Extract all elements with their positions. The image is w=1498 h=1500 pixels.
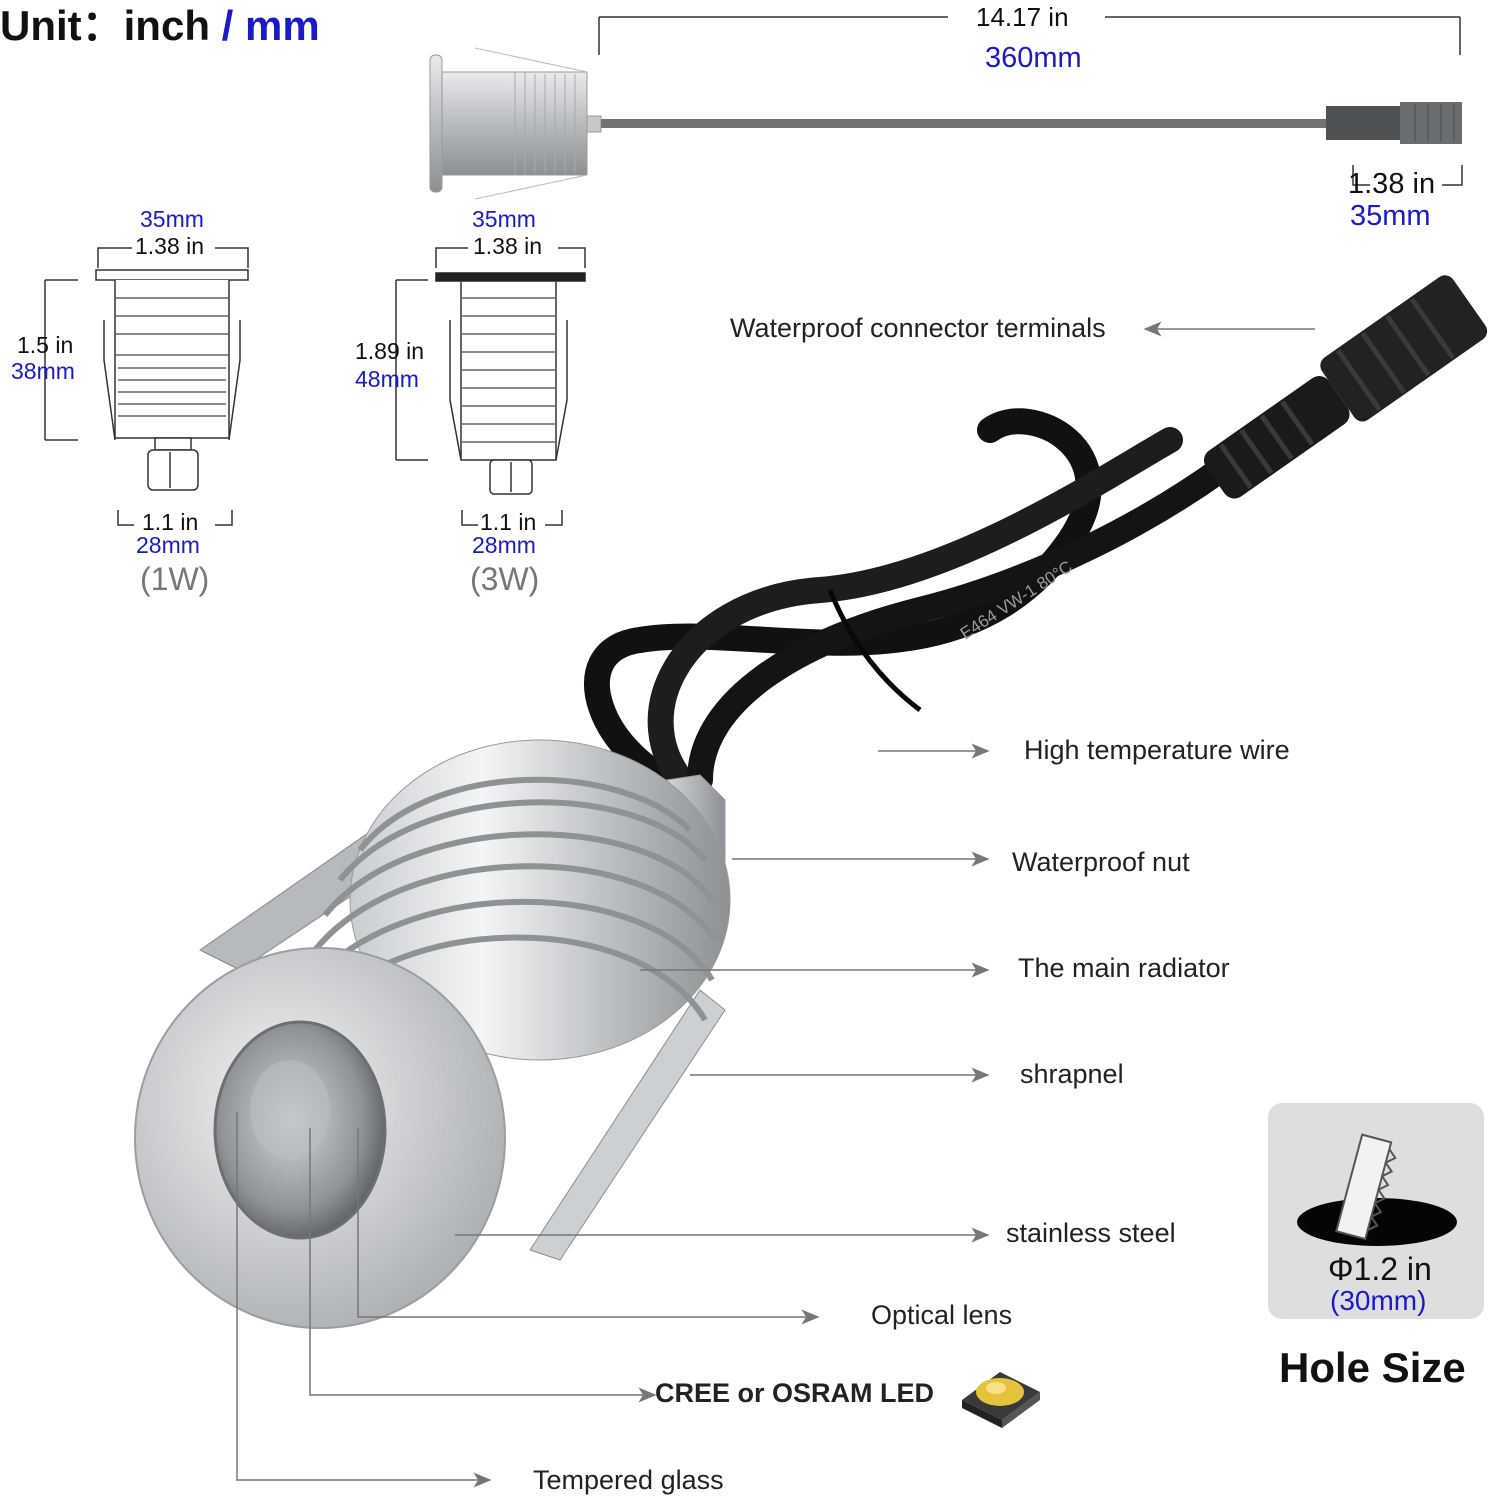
unit-header: Unit：inch / mm	[0, 0, 320, 53]
callout-glass: Tempered glass	[533, 1465, 724, 1495]
callout-steel: stainless steel	[1006, 1218, 1176, 1248]
callout-shrapnel: shrapnel	[1020, 1059, 1124, 1089]
callout-connector: Waterproof connector terminals	[730, 313, 1106, 343]
cable-drawing	[429, 16, 1463, 200]
light-illustration: E464 VW-1 80°C	[134, 275, 1488, 1329]
callout-lines	[236, 321, 1315, 1488]
callout-nut: Waterproof nut	[1012, 847, 1190, 877]
model-1w-height-mm: 38mm	[11, 358, 75, 384]
unit-mm: / mm	[209, 2, 320, 49]
model-1w-bottom-mm: 28mm	[136, 532, 200, 558]
model-3w-bottom-mm: 28mm	[472, 532, 536, 558]
model-1w-height-in: 1.5 in	[17, 332, 74, 358]
led-chip-icon	[962, 1372, 1040, 1428]
model-1w-bottom-in: 1.1 in	[142, 509, 199, 535]
cable-length-mm: 360mm	[985, 42, 1082, 74]
model-3w-height-in: 1.89 in	[355, 338, 425, 364]
unit-inch: Unit：inch	[0, 2, 210, 49]
connector-length-in: 1.38 in	[1348, 168, 1436, 200]
callout-wire: High temperature wire	[1024, 735, 1290, 765]
model-3w-power: (3W)	[470, 561, 540, 597]
model-3w-top-in: 1.38 in	[473, 233, 543, 259]
callout-lens: Optical lens	[871, 1300, 1013, 1330]
cable-length-in: 14.17 in	[976, 2, 1069, 32]
callout-radiator: The main radiator	[1018, 953, 1230, 983]
model-1w-top-mm: 35mm	[140, 206, 204, 232]
model-3w-drawing	[395, 247, 586, 526]
model-3w-bottom-in: 1.1 in	[480, 509, 537, 535]
model-1w-top-in: 1.38 in	[135, 233, 205, 259]
model-1w-power: (1W)	[140, 561, 210, 597]
model-3w-top-mm: 35mm	[472, 206, 536, 232]
hole-size-in: Φ1.2 in	[1328, 1251, 1432, 1287]
model-3w-height-mm: 48mm	[355, 366, 419, 392]
callout-led: CREE or OSRAM LED	[655, 1378, 935, 1408]
hole-size-title: Hole Size	[1279, 1344, 1466, 1391]
connector-length-mm: 35mm	[1350, 200, 1431, 232]
hole-size-mm: (30mm)	[1330, 1285, 1427, 1316]
model-1w-drawing	[44, 247, 249, 526]
